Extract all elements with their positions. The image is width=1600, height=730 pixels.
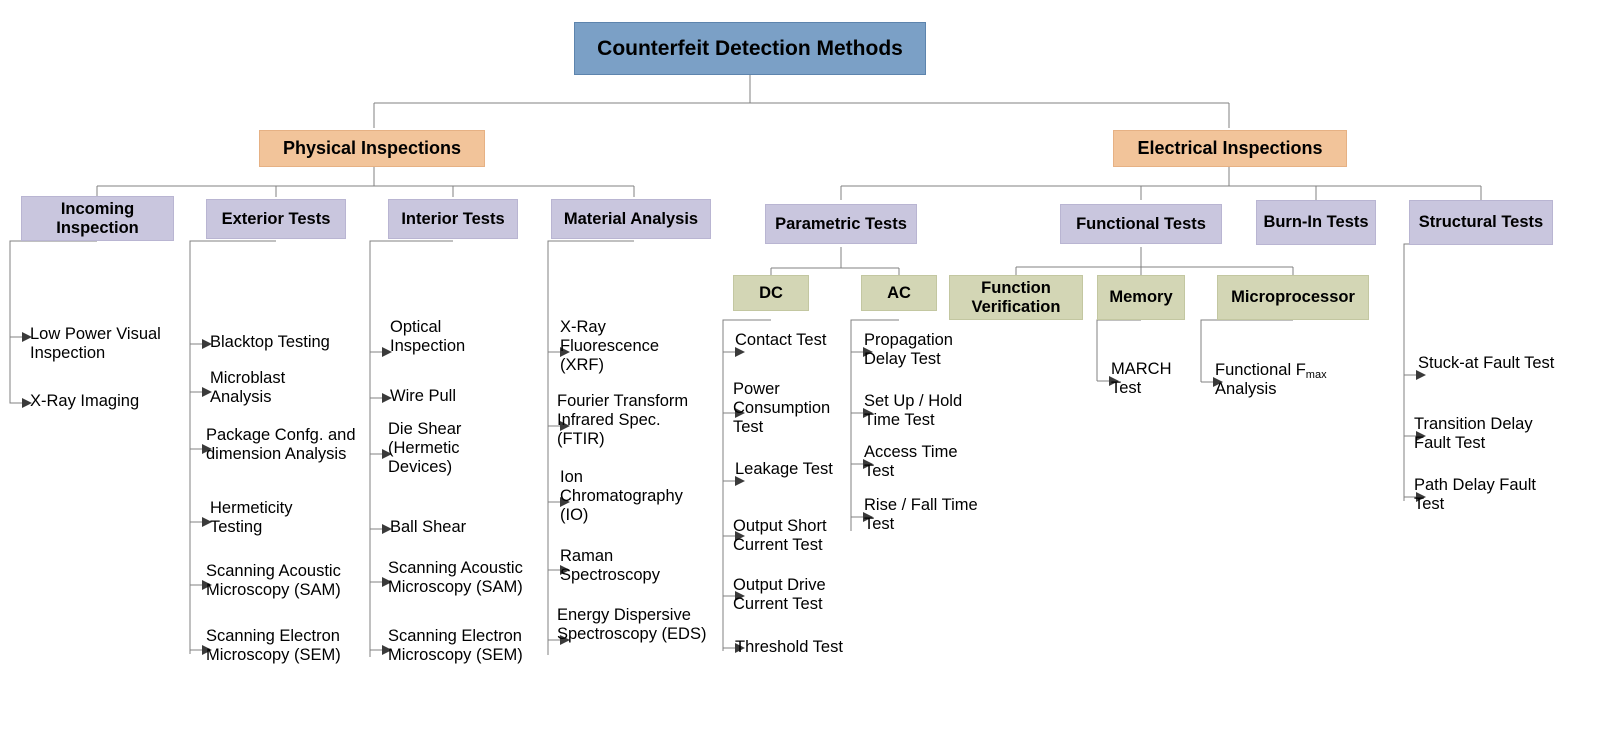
node-structural-tests[interactable]: Structural Tests xyxy=(1409,200,1553,245)
node-label: Electrical Inspections xyxy=(1137,138,1323,159)
leaf-item[interactable]: Stuck-at Fault Test xyxy=(1418,354,1555,372)
node-label: Material Analysis xyxy=(563,209,699,228)
node-label: Function Verification xyxy=(971,279,1061,316)
node-label: Physical Inspections xyxy=(282,138,462,159)
node-material-analysis[interactable]: Material Analysis xyxy=(551,199,711,239)
leaf-item[interactable]: Fourier Transform Infrared Spec. (FTIR) xyxy=(557,392,689,449)
leaf-item[interactable]: Leakage Test xyxy=(735,460,833,478)
leaf-text-functional-fmax: Functional Fmax Analysis xyxy=(1215,361,1327,399)
leaf-item[interactable]: Scanning Electron Microscopy (SEM) xyxy=(388,627,523,665)
leaf-item[interactable]: Output Drive Current Test xyxy=(733,576,826,614)
leaf-item[interactable]: Functional Fmax Analysis xyxy=(1215,361,1365,399)
node-memory[interactable]: Memory xyxy=(1097,275,1185,320)
node-incoming-inspection[interactable]: Incoming Inspection xyxy=(21,196,174,241)
leaf-item[interactable]: Blacktop Testing xyxy=(210,333,330,351)
leaf-item[interactable]: Scanning Acoustic Microscopy (SAM) xyxy=(388,559,523,597)
node-label: Interior Tests xyxy=(401,209,505,228)
node-exterior-tests[interactable]: Exterior Tests xyxy=(206,199,346,239)
node-electrical-inspections[interactable]: Electrical Inspections xyxy=(1113,130,1347,167)
leaf-item[interactable]: Set Up / Hold Time Test xyxy=(864,392,963,430)
leaf-item[interactable]: MARCH Test xyxy=(1111,360,1172,398)
node-counterfeit-detection-methods[interactable]: Counterfeit Detection Methods xyxy=(574,22,926,75)
leaf-item[interactable]: Threshold Test xyxy=(735,638,843,656)
node-label: Microprocessor xyxy=(1231,288,1355,307)
node-label: Exterior Tests xyxy=(221,209,331,228)
node-burn-in-tests[interactable]: Burn-In Tests xyxy=(1256,200,1376,245)
leaf-item[interactable]: Energy Dispersive Spectroscopy (EDS) xyxy=(557,606,707,644)
leaf-item[interactable]: Transition Delay Fault Test xyxy=(1414,415,1533,453)
node-label: Parametric Tests xyxy=(775,214,907,233)
node-label: Burn-In Tests xyxy=(1263,213,1369,232)
node-label: Functional Tests xyxy=(1076,214,1206,233)
node-function-verification[interactable]: Function Verification xyxy=(949,275,1083,320)
leaf-item[interactable]: Raman Spectroscopy xyxy=(560,547,660,585)
leaf-item[interactable]: Propagation Delay Test xyxy=(864,331,953,369)
leaf-item[interactable]: Microblast Analysis xyxy=(210,369,286,407)
leaf-item[interactable]: X-Ray Fluorescence (XRF) xyxy=(560,318,660,375)
leaf-item[interactable]: Path Delay Fault Test xyxy=(1414,476,1536,514)
leaf-item[interactable]: Hermeticity Testing xyxy=(210,499,293,537)
leaf-item[interactable]: Scanning Electron Microscopy (SEM) xyxy=(206,627,341,665)
node-label: Counterfeit Detection Methods xyxy=(597,36,903,60)
node-dc[interactable]: DC xyxy=(733,275,809,311)
leaf-item[interactable]: Wire Pull xyxy=(390,387,457,405)
leaf-item[interactable]: Scanning Acoustic Microscopy (SAM) xyxy=(206,562,341,600)
node-parametric-tests[interactable]: Parametric Tests xyxy=(765,204,917,244)
node-microprocessor[interactable]: Microprocessor xyxy=(1217,275,1369,320)
leaf-item[interactable]: Power Consumption Test xyxy=(733,380,831,437)
leaf-item[interactable]: Low Power Visual Inspection xyxy=(30,325,161,363)
node-physical-inspections[interactable]: Physical Inspections xyxy=(259,130,485,167)
leaf-item[interactable]: Output Short Current Test xyxy=(733,517,827,555)
leaf-item[interactable]: Ball Shear xyxy=(390,518,467,536)
leaf-item[interactable]: Ion Chromatography (IO) xyxy=(560,468,683,525)
node-label: DC xyxy=(759,283,783,302)
leaf-item[interactable]: Package Confg. and dimension Analysis xyxy=(206,426,356,464)
node-label: Incoming Inspection xyxy=(56,200,139,237)
leaf-item[interactable]: Access Time Test xyxy=(864,443,958,481)
leaf-item[interactable]: Die Shear (Hermetic Devices) xyxy=(388,420,462,477)
node-label: AC xyxy=(887,283,911,302)
node-label: Structural Tests xyxy=(1418,213,1544,232)
node-interior-tests[interactable]: Interior Tests xyxy=(388,199,518,239)
leaf-item[interactable]: Rise / Fall Time Test xyxy=(864,496,978,534)
leaf-item[interactable]: Contact Test xyxy=(735,331,827,349)
node-ac[interactable]: AC xyxy=(861,275,937,311)
node-label: Memory xyxy=(1109,288,1173,307)
leaf-item[interactable]: Optical Inspection xyxy=(390,318,466,356)
node-functional-tests[interactable]: Functional Tests xyxy=(1060,204,1222,244)
leaf-item[interactable]: X-Ray Imaging xyxy=(30,392,140,410)
